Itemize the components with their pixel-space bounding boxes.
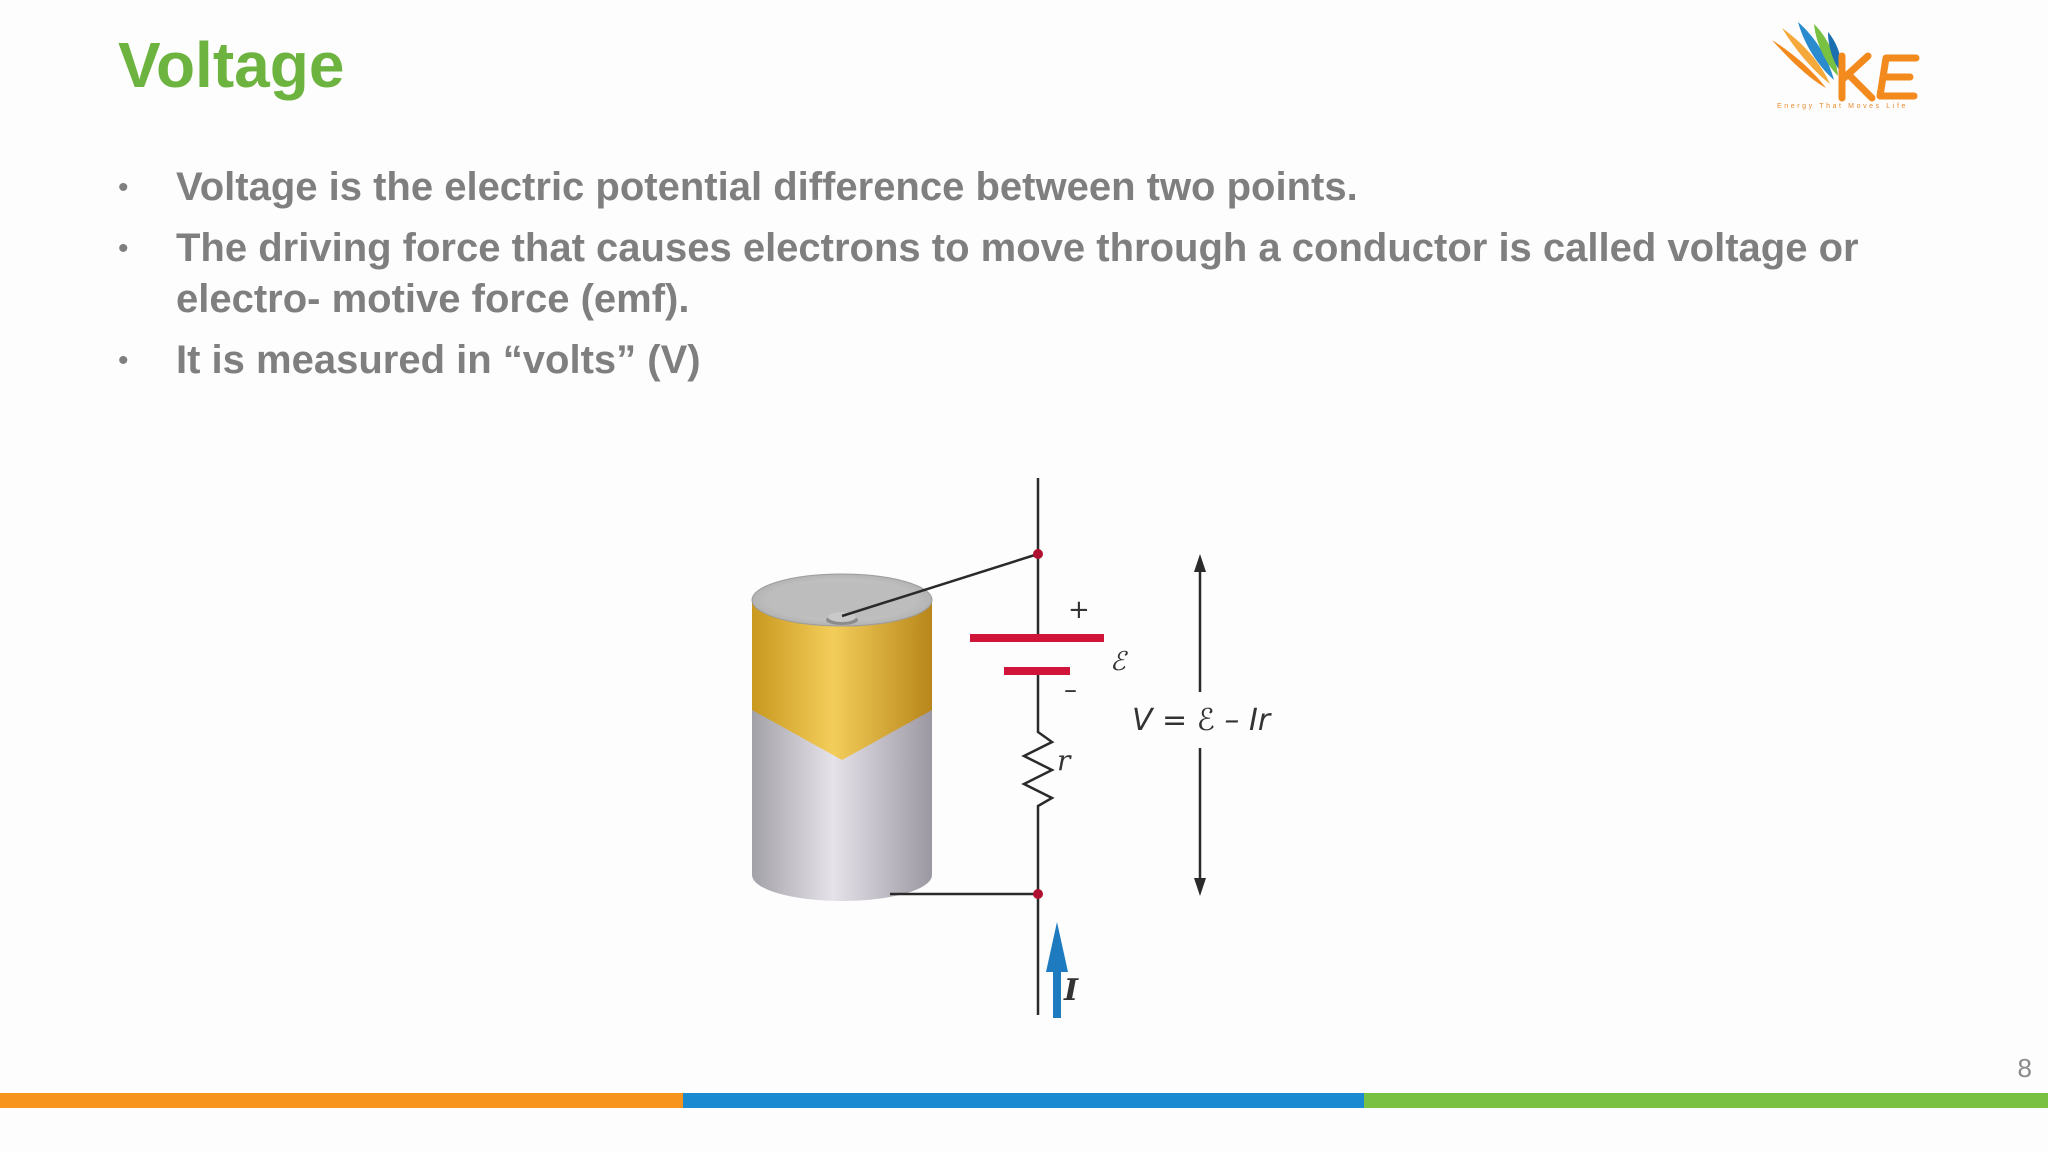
- negative-terminal-dot: [1033, 889, 1043, 899]
- battery-circuit-diagram: + – ℰ r V = ℰ – Ir I: [730, 470, 1350, 1030]
- ke-logo-mark: [1772, 22, 1920, 102]
- footer-band-green: [1364, 1093, 2048, 1108]
- battery-long-plate: [970, 634, 1104, 642]
- slide-title: Voltage: [118, 29, 345, 101]
- current-arrow: [1046, 922, 1068, 1018]
- positive-terminal-dot: [1033, 549, 1043, 559]
- page-number: 8: [2017, 1053, 2032, 1083]
- current-label: I: [1063, 973, 1079, 1008]
- battery-short-plate: [1004, 667, 1070, 675]
- plus-sign: +: [1068, 595, 1090, 625]
- bullet-symbol: •: [118, 344, 129, 377]
- ke-logo: [1768, 18, 1978, 118]
- bullet-symbol: •: [118, 171, 129, 204]
- bullet-text: It is measured in “volts” (V): [176, 338, 701, 382]
- bullet-list: • Voltage is the electric potential diff…: [118, 162, 1968, 396]
- bullet-item: • Voltage is the electric potential diff…: [118, 162, 1968, 213]
- internal-resistance-label: r: [1057, 744, 1072, 777]
- footer-band-orange: [0, 1093, 683, 1108]
- bullet-item: • It is measured in “volts” (V): [118, 335, 1968, 386]
- bullet-item: • The driving force that causes electron…: [118, 223, 1968, 325]
- bullet-text: The driving force that causes electrons …: [176, 226, 1859, 321]
- minus-sign: –: [1064, 675, 1077, 705]
- bullet-text: Voltage is the electric potential differ…: [176, 165, 1358, 209]
- voltage-arrow: [1194, 554, 1206, 896]
- emf-label: ℰ: [1110, 647, 1128, 677]
- footer-band-blue: [683, 1093, 1364, 1108]
- logo-tagline: Energy That Moves Life: [1777, 103, 1908, 110]
- voltage-equation: V = ℰ – Ir: [1132, 703, 1272, 738]
- circuit-wires: [841, 478, 1055, 1015]
- battery-cell: [751, 573, 933, 901]
- bullet-symbol: •: [118, 232, 129, 265]
